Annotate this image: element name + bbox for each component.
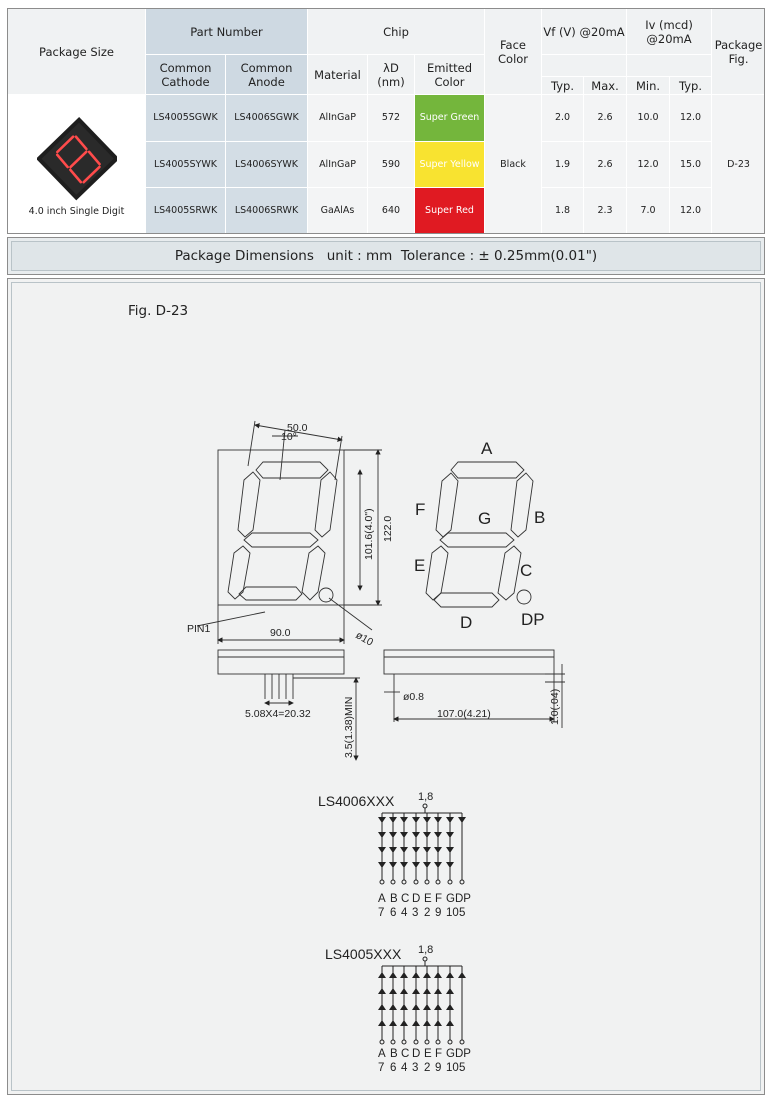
cathode-part-number: LS4005SYWK [145,140,226,188]
chip-wavelength: 572 [367,94,415,142]
header-face-color: Face Color [484,7,543,96]
header-iv: Iv (mcd) @20mA [626,7,713,56]
header-common-cathode: Common Cathode [145,54,226,96]
vf-max-value: 2.3 [583,186,628,235]
vf-max-value: 2.6 [583,94,628,142]
table-row: LS4005SYWK LS4006SYWK AlInGaP 590 Super … [8,140,766,188]
anode-part-number: LS4006SRWK [225,186,308,235]
iv-typ-value: 15.0 [669,140,713,188]
emitted-color-swatch: Super Green [413,94,486,142]
vf-typ-value: 2.0 [541,94,585,142]
iv-typ-value: 12.0 [669,94,713,142]
emitted-color-swatch: Super Red [413,186,486,235]
dimensions-header: Package Dimensions unit : mm Tolerance :… [7,237,765,275]
figure-label: Fig. D-23 [128,303,189,319]
vf-typ-value: 1.9 [541,140,585,188]
header-part-number: Part Number [145,7,308,56]
digit-package-image [36,116,117,201]
table-row: LS4005SRWK LS4006SRWK GaAlAs 640 Super R… [8,186,766,235]
header-emitted-color: Emitted Color [413,54,486,96]
header-iv-typ: Typ. [669,76,713,96]
table-row: 4.0 inch Single Digit LS4005SGWK LS4006S… [7,94,767,234]
face-color-value: Black [484,94,543,234]
spec-table: Package Size Part Number Chip Face Color… [7,7,767,235]
header-vf-max: Max. [583,76,628,96]
iv-typ-value: 12.0 [669,186,713,235]
cathode-part-number: LS4005SGWK [145,94,226,142]
iv-min-value: 10.0 [626,94,671,142]
header-vf: Vf (V) @20mA [541,7,628,56]
anode-part-number: LS4006SGWK [225,94,308,142]
chip-wavelength: 640 [367,186,415,235]
anode-part-number: LS4006SYWK [225,140,308,188]
figure-panel [7,278,765,1095]
vf-max-value: 2.6 [583,140,628,188]
dimensions-title: Package Dimensions unit : mm Tolerance :… [11,241,761,271]
chip-material: AlInGaP [307,94,368,142]
header-material: Material [307,54,368,96]
header-package-size: Package Size [7,7,146,96]
header-package-fig: Package Fig. [711,7,767,96]
package-fig-value: D-23 [711,94,767,234]
package-caption: 4.0 inch Single Digit [28,205,125,217]
header-chip: Chip [306,7,486,56]
vf-typ-value: 1.8 [541,186,585,235]
cathode-part-number: LS4005SRWK [145,186,226,235]
chip-material: GaAlAs [307,186,368,235]
chip-wavelength: 590 [367,140,415,188]
header-iv-min: Min. [626,76,671,96]
header-common-anode: Common Anode [225,54,308,96]
emitted-color-swatch: Super Yellow [413,140,486,188]
iv-min-value: 12.0 [626,140,671,188]
package-image-cell: 4.0 inch Single Digit [7,94,146,234]
iv-min-value: 7.0 [626,186,671,235]
header-lambda: λD (nm) [367,54,415,96]
header-vf-typ: Typ. [541,76,585,96]
chip-material: AlInGaP [307,140,368,188]
